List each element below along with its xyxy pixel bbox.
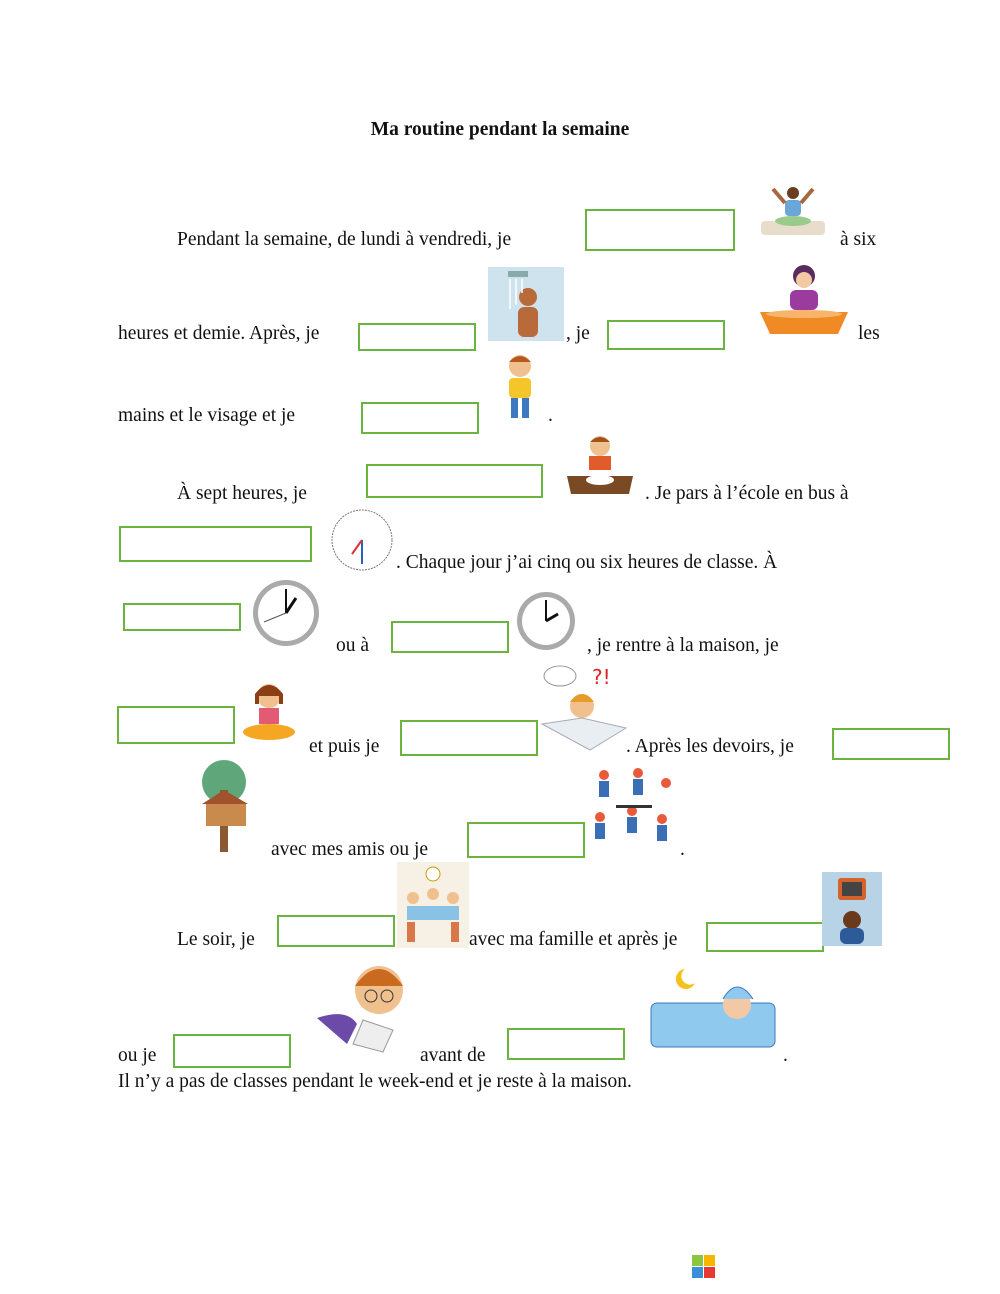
clock-two-fifteen-icon	[515, 590, 577, 652]
answer-blank-4[interactable]	[361, 402, 479, 434]
clock-two-oclock-icon	[250, 578, 322, 648]
text: , je	[566, 323, 590, 344]
answer-blank-13[interactable]	[277, 915, 395, 947]
text: avec mes amis ou je	[271, 839, 429, 860]
svg-text:?!: ?!	[592, 665, 611, 689]
homework-icon: ?!	[538, 662, 628, 754]
answer-blank-15[interactable]	[173, 1034, 291, 1068]
logo-tiles	[692, 1255, 715, 1278]
answer-blank-6[interactable]	[119, 526, 312, 562]
answer-blank-11[interactable]	[832, 728, 950, 760]
text: mains et le visage et je	[118, 405, 296, 426]
liveworksheets-logo	[692, 1255, 719, 1278]
text: .	[783, 1045, 788, 1066]
answer-blank-2[interactable]	[358, 323, 476, 351]
watch-tv-icon	[822, 872, 882, 946]
text: Le soir, je	[177, 929, 255, 950]
answer-blank-1[interactable]	[585, 209, 735, 251]
reading-icon	[313, 960, 413, 1056]
text: . Après les devoirs, je	[626, 736, 794, 757]
answer-blank-10[interactable]	[400, 720, 538, 756]
wash-hands-icon	[758, 260, 850, 340]
answer-blank-12[interactable]	[467, 822, 585, 858]
page-title: Ma routine pendant la semaine	[370, 119, 630, 140]
text: Il n’y a pas de classes pendant le week-…	[118, 1071, 632, 1092]
sports-icon	[590, 767, 678, 853]
lunch-icon	[240, 678, 298, 750]
text: à six	[840, 229, 877, 250]
text: Pendant la semaine, de lundi à vendredi,…	[177, 229, 512, 250]
text: heures et demie. Après, je	[118, 323, 320, 344]
text: avant de	[420, 1045, 486, 1066]
text: .	[548, 405, 553, 426]
text: , je rentre à la maison, je	[587, 635, 779, 656]
answer-blank-8[interactable]	[391, 621, 509, 653]
shower-icon	[488, 267, 564, 341]
text: À sept heures, je	[177, 483, 307, 504]
wake-up-icon	[757, 183, 829, 243]
text: ou à	[336, 635, 370, 656]
text: avec ma famille et après je	[469, 929, 678, 950]
text: .	[680, 839, 685, 860]
text: les	[858, 323, 880, 344]
breakfast-icon	[563, 432, 637, 496]
answer-blank-5[interactable]	[366, 464, 543, 498]
sleeping-icon	[645, 963, 780, 1058]
get-dressed-icon	[492, 352, 548, 422]
treehouse-play-icon	[184, 760, 266, 852]
answer-blank-14[interactable]	[706, 922, 824, 952]
answer-blank-7[interactable]	[123, 603, 241, 631]
answer-blank-16[interactable]	[507, 1028, 625, 1060]
text: . Je pars à l’école en bus à	[645, 483, 849, 504]
text: et puis je	[309, 736, 380, 757]
family-dinner-icon	[397, 862, 469, 948]
text: ou je	[118, 1045, 157, 1066]
clock-half-past-seven-icon	[330, 508, 394, 572]
answer-blank-3[interactable]	[607, 320, 725, 350]
answer-blank-9[interactable]	[117, 706, 235, 744]
text: . Chaque jour j’ai cinq ou six heures de…	[396, 552, 778, 573]
